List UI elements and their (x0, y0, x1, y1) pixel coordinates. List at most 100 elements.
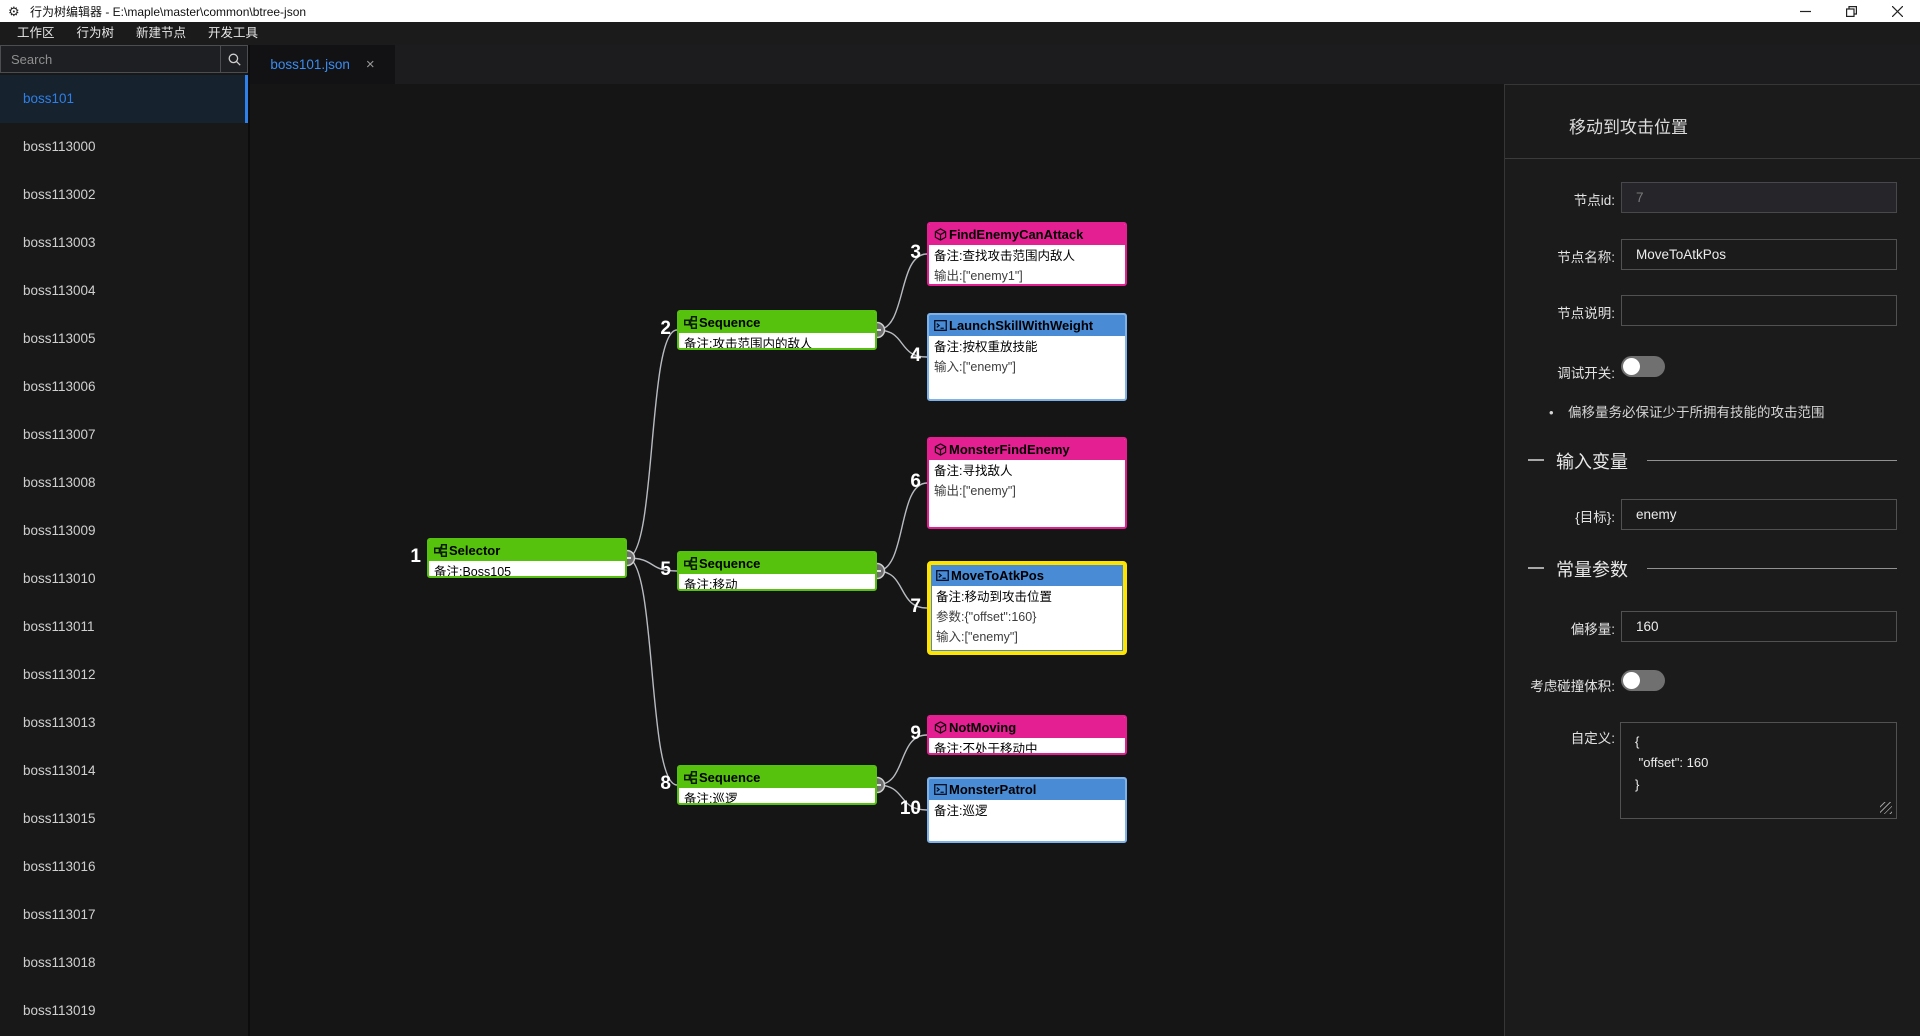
node-order-number: 4 (910, 345, 921, 366)
minimize-button[interactable] (1782, 0, 1828, 22)
section-const-params: 常量参数 (1505, 555, 1920, 581)
sidebar-item-boss101[interactable]: boss101 (0, 75, 248, 123)
menu-item[interactable]: 工作区 (17, 26, 55, 40)
node-order-number: 6 (910, 471, 921, 492)
node-order-number: 2 (660, 318, 671, 339)
node-text-line: 备注:巡逻 (684, 792, 738, 805)
title-bar: ⚙ 行为树编辑器 - E:\maple\master\common\btree-… (0, 0, 1920, 22)
restore-button[interactable] (1828, 0, 1874, 22)
node-name-label: 节点名称: (1557, 250, 1615, 265)
bt-node-Sequence[interactable]: Sequence 备注:巡逻 (677, 765, 877, 805)
target-label: {目标}: (1575, 510, 1615, 525)
node-title: Sequence (699, 315, 761, 330)
target-field[interactable] (1621, 499, 1897, 530)
offset-note: •偏移量务必保证少于所拥有技能的攻击范围 (1549, 405, 1825, 420)
tree-branch-icon (433, 544, 447, 558)
close-button[interactable] (1874, 0, 1920, 22)
sidebar-item-boss113006[interactable]: boss113006 (23, 379, 96, 394)
sidebar-item-boss113016[interactable]: boss113016 (23, 859, 96, 874)
sidebar-item-boss113012[interactable]: boss113012 (23, 667, 96, 682)
node-text-line: 备注:不处于移动中 (934, 742, 1038, 755)
tree-branch-icon (683, 771, 697, 785)
node-title: Sequence (699, 770, 761, 785)
debug-toggle[interactable] (1621, 356, 1665, 377)
node-title: FindEnemyCanAttack (949, 227, 1084, 242)
sidebar-item-boss113010[interactable]: boss113010 (23, 571, 96, 586)
terminal-icon (933, 783, 947, 797)
menu-item[interactable]: 行为树 (76, 26, 115, 40)
sidebar-item-boss113000[interactable]: boss113000 (23, 139, 96, 154)
node-order-number: 10 (899, 798, 921, 819)
custom-json-field[interactable]: { "offset": 160 } (1620, 722, 1897, 819)
bt-node-MonsterPatrol[interactable]: MonsterPatrol 备注:巡逻 (927, 777, 1127, 843)
sidebar-item-boss113017[interactable]: boss113017 (23, 907, 96, 922)
node-desc-field[interactable] (1621, 295, 1897, 326)
panel-divider (1505, 158, 1920, 159)
properties-panel: 移动到攻击位置 节点id: 节点名称: 节点说明: 调试开关: •偏移量务必保证… (1504, 84, 1920, 1036)
cube-icon (933, 443, 947, 457)
node-title: MonsterPatrol (949, 782, 1037, 797)
tree-branch-icon (683, 557, 697, 571)
offset-field[interactable] (1621, 611, 1897, 642)
node-text-line: 备注:查找攻击范围内敌人 (934, 249, 1075, 263)
resize-handle[interactable] (1880, 802, 1892, 814)
menu-item[interactable]: 开发工具 (208, 26, 259, 40)
offset-label: 偏移量: (1570, 622, 1615, 637)
panel-title: 移动到攻击位置 (1569, 118, 1688, 137)
node-title: NotMoving (949, 720, 1017, 735)
collision-toggle[interactable] (1621, 670, 1665, 691)
section-input-vars: 输入变量 (1505, 447, 1920, 473)
node-order-number: 9 (910, 723, 921, 744)
sidebar-item-boss113005[interactable]: boss113005 (23, 331, 96, 346)
sidebar-item-boss113007[interactable]: boss113007 (23, 427, 96, 442)
debug-toggle-label: 调试开关: (1557, 366, 1615, 381)
node-title: MoveToAtkPos (951, 568, 1044, 583)
collision-toggle-label: 考虑碰撞体积: (1530, 679, 1615, 694)
search-button[interactable] (220, 46, 247, 72)
sidebar-item-boss113009[interactable]: boss113009 (23, 523, 96, 538)
menu-item[interactable]: 新建节点 (136, 26, 187, 40)
sidebar-item-boss113018[interactable]: boss113018 (23, 955, 96, 970)
sidebar-item-boss113014[interactable]: boss113014 (23, 763, 96, 778)
node-title: MonsterFindEnemy (949, 442, 1070, 457)
section-dash-icon (1528, 567, 1544, 569)
node-title: Selector (449, 543, 501, 558)
tab-boss101[interactable]: boss101.json × (250, 45, 395, 84)
sidebar-item-boss113002[interactable]: boss113002 (23, 187, 96, 202)
bt-node-NotMoving[interactable]: NotMoving 备注:不处于移动中 (927, 715, 1127, 755)
node-order-number: 8 (660, 773, 671, 794)
section-rule (1647, 460, 1897, 461)
node-title: Sequence (699, 556, 761, 571)
sidebar-item-boss113003[interactable]: boss113003 (23, 235, 96, 250)
section-dash-icon (1528, 459, 1544, 461)
window-title: 行为树编辑器 - E:\maple\master\common\btree-js… (30, 4, 307, 19)
toggle-knob (1623, 672, 1640, 689)
node-text-line: 备注:巡逻 (934, 804, 988, 818)
node-text-line: 备注:按权重放技能 (934, 340, 1038, 354)
sidebar-item-boss113004[interactable]: boss113004 (23, 283, 96, 298)
custom-label: 自定义: (1570, 731, 1615, 746)
sidebar-item-boss113015[interactable]: boss113015 (23, 811, 96, 826)
boss-list: boss101 boss113000 boss113002 boss113003 bos… (0, 75, 248, 1035)
bt-node-Selector[interactable]: Selector 备注:Boss105 (427, 538, 627, 578)
sidebar-item-boss113019[interactable]: boss113019 (23, 1003, 96, 1018)
sidebar-item-boss113008[interactable]: boss113008 (23, 475, 96, 490)
search-box (0, 45, 248, 73)
sidebar-item-boss113013[interactable]: boss113013 (23, 715, 96, 730)
node-text-line: 输入:["enemy"] (934, 360, 1016, 374)
tree-branch-icon (683, 316, 697, 330)
cube-icon (933, 721, 947, 735)
search-input[interactable] (1, 46, 220, 72)
sidebar-item-boss113011[interactable]: boss113011 (23, 619, 95, 634)
node-text-line: 备注:Boss105 (434, 565, 512, 578)
tab-close-icon[interactable]: × (365, 56, 375, 73)
node-name-field[interactable] (1621, 239, 1897, 270)
section-rule (1647, 568, 1897, 569)
